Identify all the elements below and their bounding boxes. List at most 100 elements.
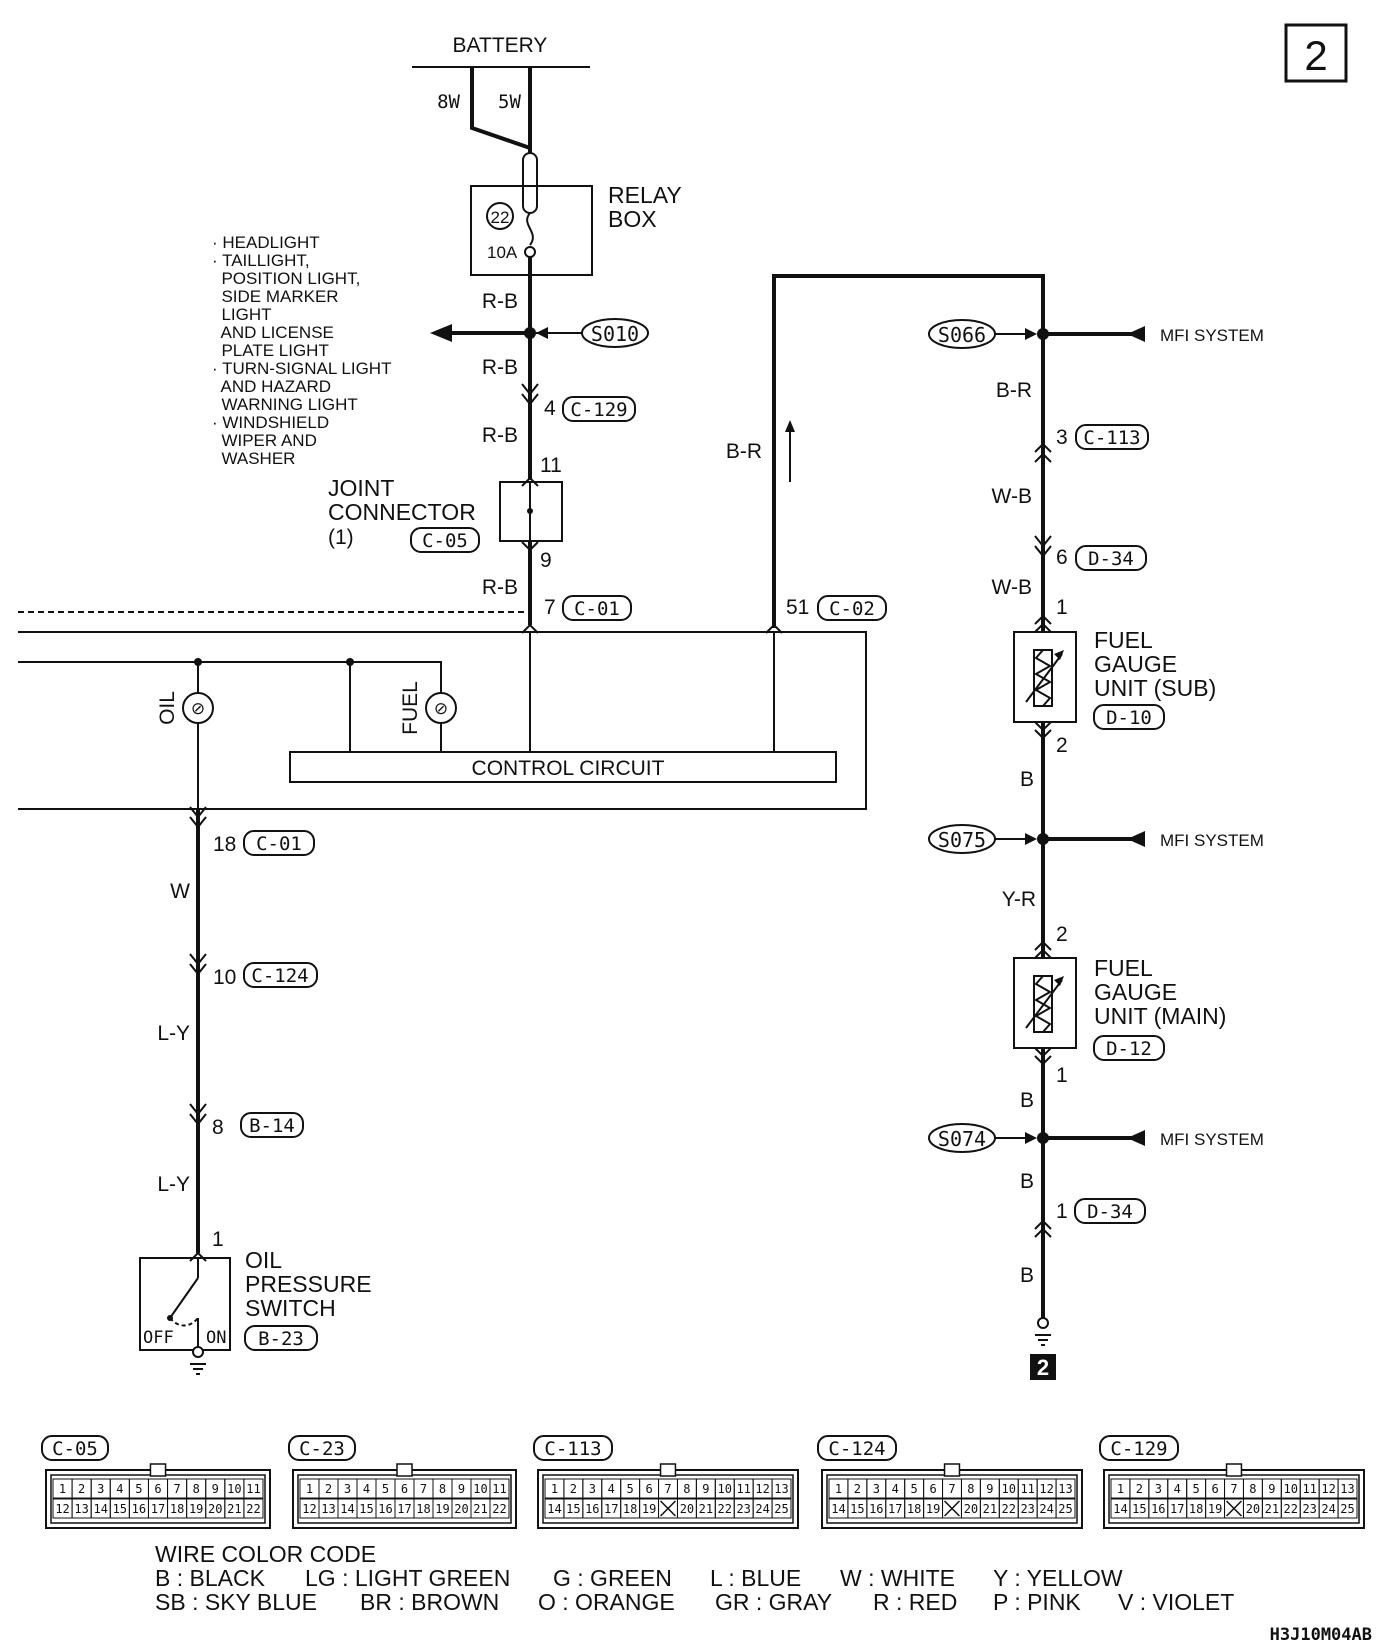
connector-pin-number: 23 <box>1302 1502 1316 1516</box>
color-code-entry: V : VIOLET <box>1118 1589 1234 1615</box>
splice-label-s066: S066 <box>938 323 986 347</box>
connector-pin-number: 3 <box>97 1482 104 1496</box>
mfi-label-1: MFI SYSTEM <box>1160 326 1264 345</box>
c01-7-mark <box>521 623 539 634</box>
connector-pin-number: 1 <box>59 1482 66 1496</box>
color-code-entry: L : BLUE <box>710 1565 801 1591</box>
feed-list-line: POSITION LIGHT, <box>212 269 360 288</box>
connector-pin-number: 9 <box>986 1482 993 1496</box>
connector-pin-cell <box>1337 1498 1358 1519</box>
connector-pin-number: 10 <box>718 1482 732 1496</box>
page-number-box <box>1284 23 1348 83</box>
meter-outline <box>18 631 867 810</box>
connector-pin-number: 4 <box>1174 1482 1181 1496</box>
connector-pin-number: 20 <box>964 1502 978 1516</box>
oil-switch-arm <box>169 1277 199 1319</box>
wire-label-rb-3: R-B <box>482 424 518 447</box>
feed-list-line: LIGHT <box>212 305 272 324</box>
connector-pin-number: 17 <box>397 1502 411 1516</box>
pin-c01-18: 18 <box>213 833 236 856</box>
color-code-entry: G : GREEN <box>553 1565 672 1591</box>
connector-pin-number: 8 <box>683 1482 690 1496</box>
connector-pin-number: 14 <box>1113 1502 1127 1516</box>
connector-pin-number: 23 <box>1020 1502 1034 1516</box>
oil-switch-throw <box>169 1317 199 1327</box>
wire-label-ly-1: L-Y <box>157 1022 190 1045</box>
connector-pin-number: 14 <box>340 1502 354 1516</box>
connector-pin-cell <box>489 1498 510 1519</box>
connector-box-c129 <box>562 396 636 422</box>
joint-connector-label-3: (1) <box>328 526 354 549</box>
fuse-rating: 10A <box>487 243 518 262</box>
connector-pin-number: 8 <box>439 1482 446 1496</box>
connector-label-c05: C-05 <box>422 530 468 552</box>
connector-pin-number: 15 <box>850 1502 864 1516</box>
connector-pin-number: 10 <box>473 1482 487 1496</box>
connector-pin-number: 10 <box>1284 1482 1298 1496</box>
connector-pin-number: 23 <box>736 1502 750 1516</box>
connector-pin-number: 20 <box>208 1502 222 1516</box>
color-code-entry: Y : YELLOW <box>993 1565 1123 1591</box>
pin-c124: 10 <box>213 966 236 989</box>
connector-view-tag <box>288 1435 356 1461</box>
wire-label-br-left: B-R <box>726 440 762 463</box>
color-code-entry: GR : GRAY <box>715 1589 832 1615</box>
connector-pin-cell <box>1055 1478 1076 1499</box>
connector-pin-number: 13 <box>774 1482 788 1496</box>
d10-out-mark <box>1034 721 1052 740</box>
feed-list: · HEADLIGHT · TAILLIGHT, POSITION LIGHT,… <box>212 233 391 468</box>
connector-pin-number: 15 <box>1132 1502 1146 1516</box>
connector-box-c113 <box>1075 424 1149 450</box>
wire-label-wb-1: W-B <box>992 485 1032 508</box>
connector-pin-number: 6 <box>154 1482 161 1496</box>
connector-label-c124: C-124 <box>251 965 308 987</box>
connector-box-d34b <box>1074 1198 1146 1224</box>
fuel-sub-label-3: UNIT (SUB) <box>1094 675 1216 701</box>
connector-label-d12: D-12 <box>1106 1038 1152 1060</box>
connector-label-d34a: D-34 <box>1088 548 1134 570</box>
connector-pin-number: 12 <box>755 1482 769 1496</box>
connector-label-c129: C-129 <box>570 399 627 421</box>
drawing-code: H3J10M04AB <box>1270 1625 1372 1645</box>
connector-pin-number: 2 <box>570 1482 577 1496</box>
connector-pin-number: 19 <box>435 1502 449 1516</box>
oil-switch-off: OFF <box>143 1328 174 1348</box>
connector-pin-number: 6 <box>1211 1482 1218 1496</box>
connector-pin-number: 17 <box>888 1502 902 1516</box>
connector-lock-tab <box>943 1463 961 1477</box>
splice-s010 <box>581 318 649 348</box>
connector-pin-number: 2 <box>1136 1482 1143 1496</box>
connector-pin-number: 13 <box>74 1502 88 1516</box>
connector-label-c02: C-02 <box>829 598 875 620</box>
wire-label-ly-2: L-Y <box>157 1173 190 1196</box>
connector-mark-c129 <box>521 383 539 406</box>
connector-pin-number: 6 <box>929 1482 936 1496</box>
connector-box-c01b <box>243 830 315 856</box>
connector-pin-number: 11 <box>246 1482 260 1496</box>
d34-1-mark <box>1034 1219 1052 1238</box>
connector-pin-cell <box>1337 1478 1358 1499</box>
connector-pin-number: 14 <box>831 1502 845 1516</box>
connector-pin-number: 24 <box>1321 1502 1335 1516</box>
connector-pin-number: 22 <box>1002 1502 1016 1516</box>
color-code-entry: W : WHITE <box>840 1565 955 1591</box>
pin-d34-1: 1 <box>1056 1200 1068 1223</box>
connector-pin-number: 2 <box>78 1482 85 1496</box>
wire-label-wb-2: W-B <box>992 576 1032 599</box>
connector-box-c05 <box>410 527 480 553</box>
relay-box-label-1: RELAY <box>608 182 682 208</box>
connector-pin-number: 5 <box>911 1482 918 1496</box>
connector-pin-cell <box>243 1498 264 1519</box>
connector-label-d34b: D-34 <box>1087 1201 1133 1223</box>
page-number: 2 <box>1304 32 1327 79</box>
connector-pin-number: 6 <box>401 1482 408 1496</box>
connector-pin-number: 4 <box>116 1482 123 1496</box>
connector-label-b23: B-23 <box>258 1328 304 1350</box>
wire-label-rb-2: R-B <box>482 356 518 379</box>
connector-pin-number: 8 <box>193 1482 200 1496</box>
connector-pin-number: 9 <box>458 1482 465 1496</box>
connector-pin-number: 17 <box>604 1502 618 1516</box>
wire-label-b-1: B <box>1020 768 1034 791</box>
joint-out-mark <box>521 541 539 552</box>
